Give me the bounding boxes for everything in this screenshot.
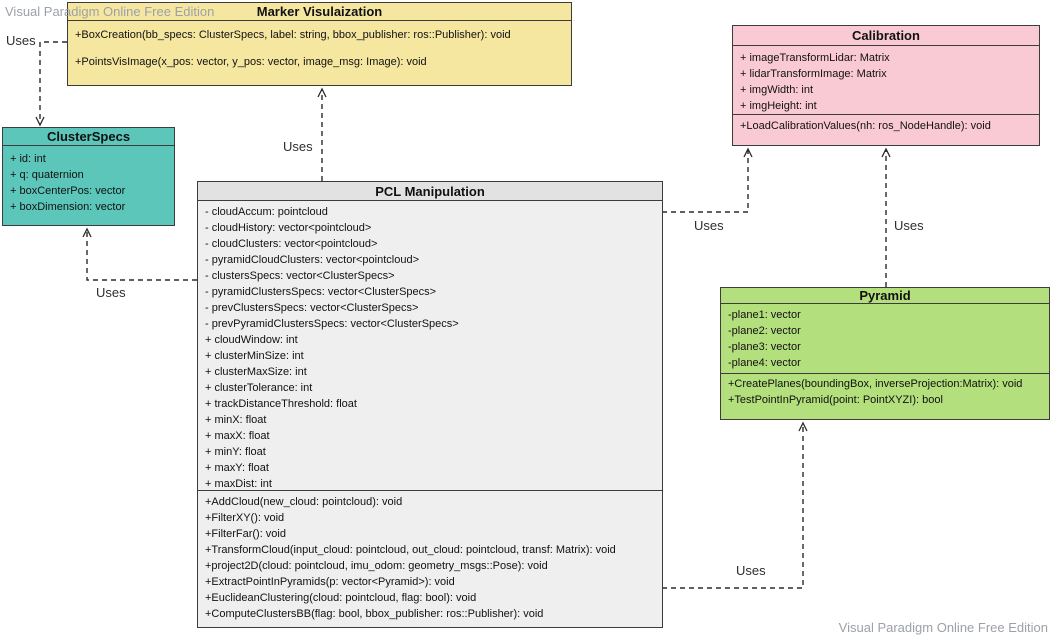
member-line: -plane3: vector — [728, 341, 801, 353]
class-title: Pyramid — [721, 288, 1049, 304]
member-line: - clustersSpecs: vector<ClusterSpecs> — [205, 270, 395, 282]
member-line: + lidarTransformImage: Matrix — [740, 68, 887, 80]
member-line: + boxDimension: vector — [10, 201, 126, 213]
class-attributes: + id: int + q: quaternion + boxCenterPos: … — [3, 146, 174, 215]
member-line: +ComputeClustersBB(flag: bool, bbox_publ… — [205, 608, 544, 620]
member-line: +project2D(cloud: pointcloud, imu_odom: … — [205, 560, 548, 572]
member-line: + trackDistanceThreshold: float — [205, 398, 357, 410]
class-marker-visulaization[interactable]: Marker Visulaization +BoxCreation(bb_spe… — [67, 2, 572, 86]
member-line: +BoxCreation(bb_specs: ClusterSpecs, lab… — [75, 29, 511, 41]
member-line: +TestPointInPyramid(point: PointXYZI): b… — [728, 394, 943, 406]
member-line: + minX: float — [205, 414, 267, 426]
member-line: + maxX: float — [205, 430, 270, 442]
member-line: + clusterMinSize: int — [205, 350, 304, 362]
member-line: + imgHeight: int — [740, 100, 817, 112]
class-methods: +AddCloud(new_cloud: pointcloud): void +F… — [198, 491, 662, 622]
uses-label: Uses — [694, 218, 724, 233]
member-line: -plane1: vector — [728, 309, 801, 321]
uses-label: Uses — [736, 563, 766, 578]
member-line: +TransformCloud(input_cloud: pointcloud,… — [205, 544, 616, 556]
class-methods: +BoxCreation(bb_specs: ClusterSpecs, lab… — [68, 21, 571, 76]
member-line: + clusterMaxSize: int — [205, 366, 307, 378]
member-line: + maxY: float — [205, 462, 269, 474]
member-line: - prevPyramidClustersSpecs: vector<Clust… — [205, 318, 459, 330]
member-line: + minY: float — [205, 446, 266, 458]
member-line: - pyramidClustersSpecs: vector<ClusterSp… — [205, 286, 437, 298]
member-line: +FilterFar(): void — [205, 528, 286, 540]
uses-label: Uses — [283, 139, 313, 154]
dependency-arrow-pcl-to-calibration — [662, 147, 753, 213]
uses-label: Uses — [894, 218, 924, 233]
class-attributes: - cloudAccum: pointcloud - cloudHistory: … — [198, 201, 662, 491]
watermark-bottom-right: Visual Paradigm Online Free Edition — [838, 620, 1048, 635]
member-line: + q: quaternion — [10, 169, 84, 181]
class-clusterspecs[interactable]: ClusterSpecs + id: int + q: quaternion + b… — [2, 127, 175, 226]
member-line: +FilterXY(): void — [205, 512, 285, 524]
member-line: - prevClustersSpecs: vector<ClusterSpecs… — [205, 302, 419, 314]
class-attributes: -plane1: vector -plane2: vector -plane3: v… — [721, 304, 1049, 374]
watermark-top-left: Visual Paradigm Online Free Edition — [5, 4, 215, 19]
member-line: +AddCloud(new_cloud: pointcloud): void — [205, 496, 403, 508]
dependency-arrow-marker-to-clusterspecs — [35, 41, 67, 127]
member-line: +CreatePlanes(boundingBox, inverseProjec… — [728, 378, 1023, 390]
class-calibration[interactable]: Calibration + imageTransformLidar: Matri… — [732, 25, 1040, 146]
member-line: +EuclideanClustering(cloud: pointcloud, … — [205, 592, 477, 604]
dependency-arrow-pcl-to-pyramid — [662, 421, 808, 589]
member-line: - cloudHistory: vector<pointcloud> — [205, 222, 372, 234]
member-line: - cloudClusters: vector<pointcloud> — [205, 238, 378, 250]
member-line: + boxCenterPos: vector — [10, 185, 126, 197]
class-methods: +LoadCalibrationValues(nh: ros_NodeHandl… — [733, 115, 1039, 134]
member-line: + imageTransformLidar: Matrix — [740, 52, 890, 64]
member-line: +ExtractPointInPyramids(p: vector<Pyrami… — [205, 576, 455, 588]
member-line: -plane4: vector — [728, 357, 801, 369]
class-title: ClusterSpecs — [3, 128, 174, 146]
class-pcl-manipulation[interactable]: PCL Manipulation - cloudAccum: pointclou… — [197, 181, 663, 628]
uses-label: Uses — [96, 285, 126, 300]
member-line: + clusterTolerance: int — [205, 382, 313, 394]
member-line: -plane2: vector — [728, 325, 801, 337]
class-title: PCL Manipulation — [198, 182, 662, 201]
member-line: +LoadCalibrationValues(nh: ros_NodeHandl… — [740, 120, 991, 132]
member-line: + cloudWindow: int — [205, 334, 298, 346]
class-title: Marker Visulaization — [68, 3, 571, 21]
member-line: + imgWidth: int — [740, 84, 814, 96]
uses-label: Uses — [6, 33, 36, 48]
class-attributes: + imageTransformLidar: Matrix + lidarTran… — [733, 46, 1039, 115]
member-line: + id: int — [10, 153, 46, 165]
member-line: - pyramidCloudClusters: vector<pointclou… — [205, 254, 419, 266]
class-title: Calibration — [733, 26, 1039, 46]
member-line: + maxDist: int — [205, 478, 272, 490]
class-methods: +CreatePlanes(boundingBox, inverseProjec… — [721, 374, 1049, 408]
class-pyramid[interactable]: Pyramid -plane1: vector-plane2: vector-p… — [720, 287, 1050, 420]
member-line: - cloudAccum: pointcloud — [205, 206, 328, 218]
dependency-arrow-pcl-to-clusterspecs — [82, 227, 197, 281]
member-line: +PointsVisImage(x_pos: vector, y_pos: ve… — [75, 56, 427, 68]
